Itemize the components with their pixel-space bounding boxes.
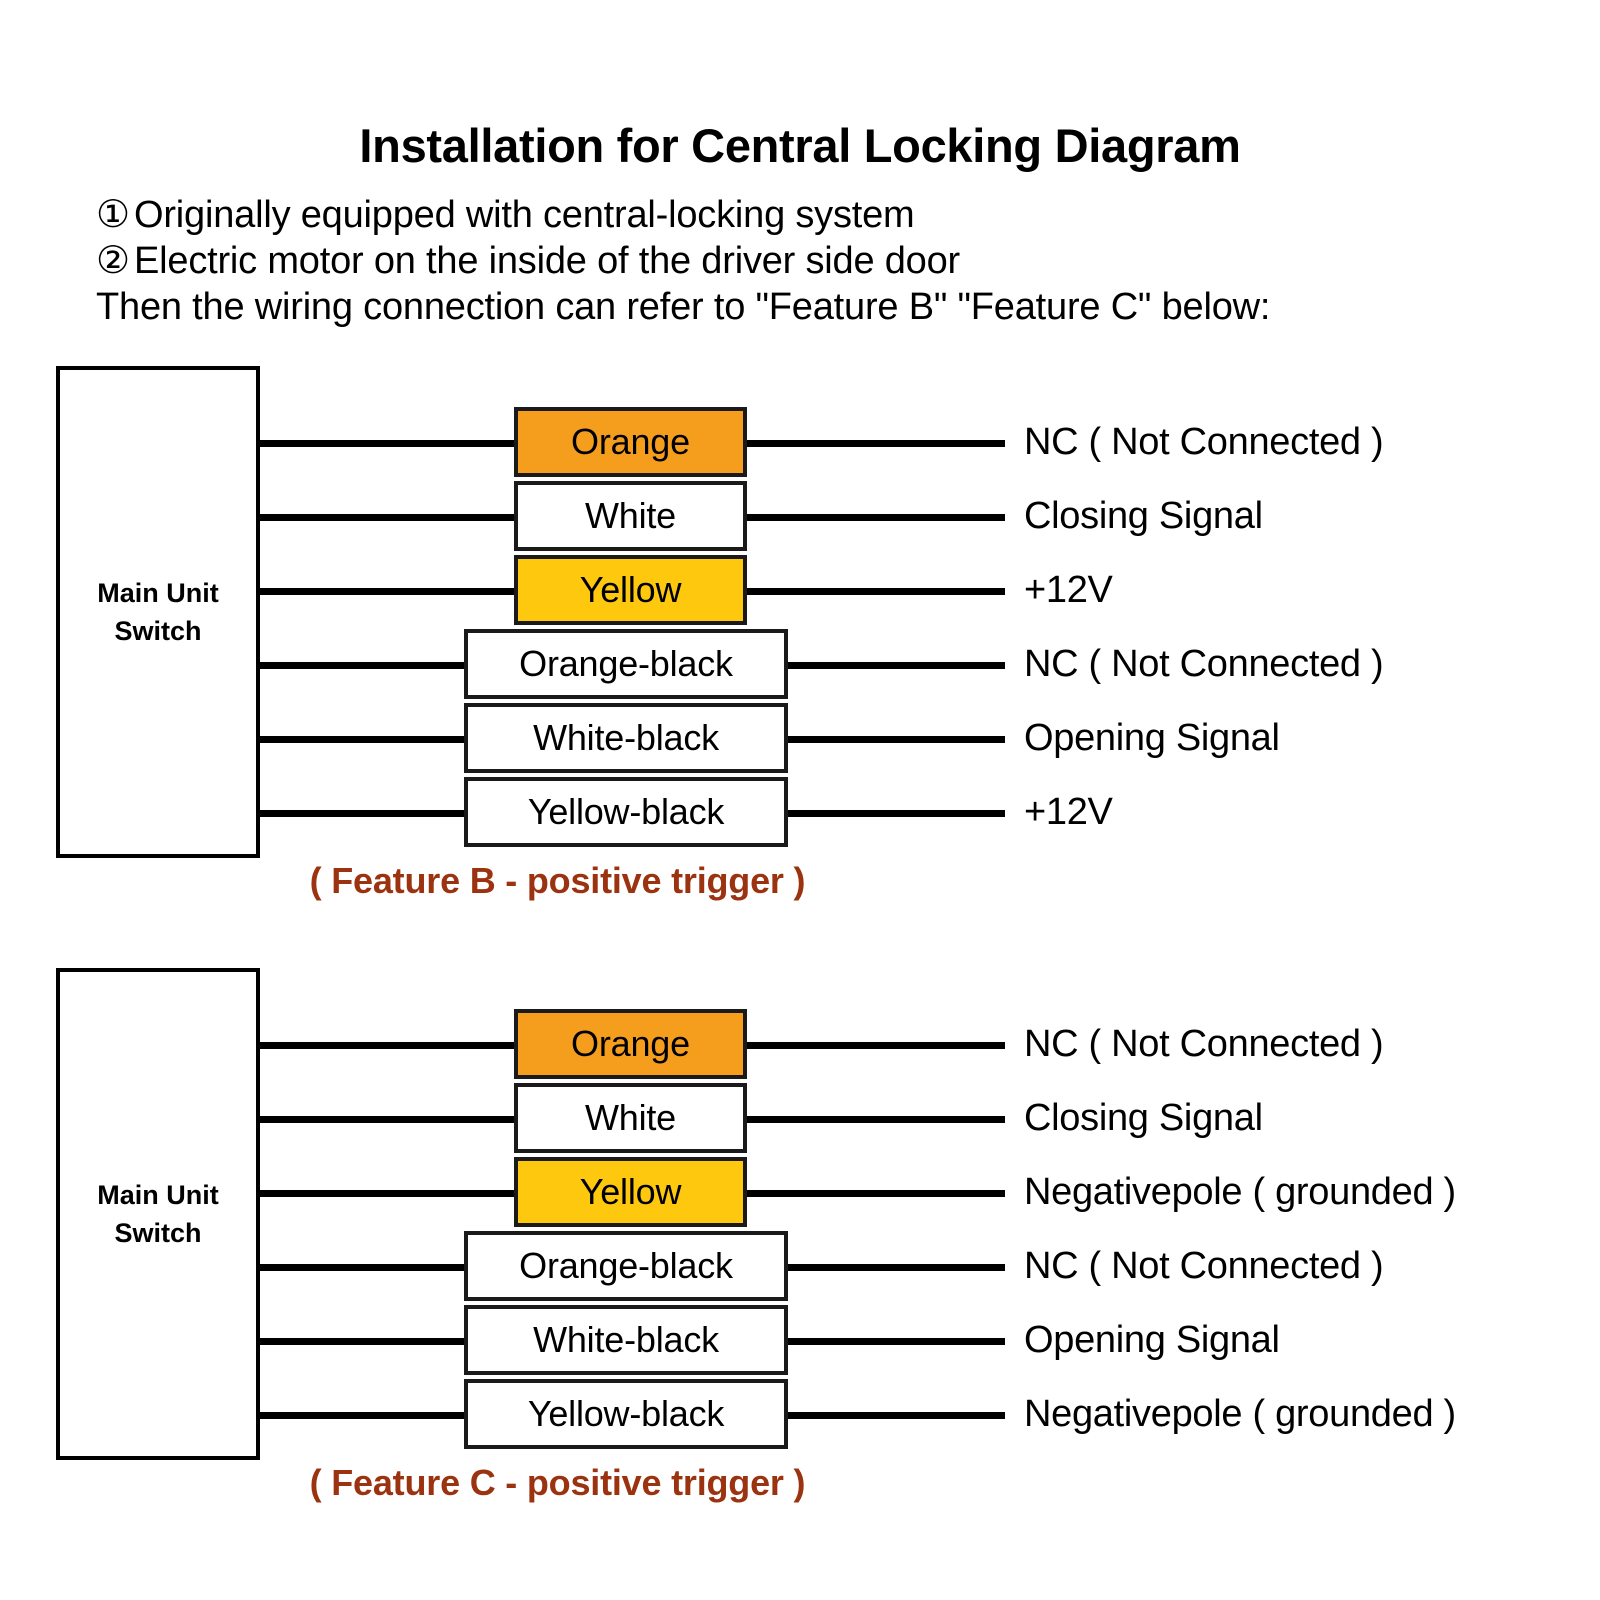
wire-segment-left [260, 1338, 468, 1345]
note-marker-1: ① [96, 194, 130, 236]
wire-label-chip: Orange-black [464, 1231, 788, 1301]
wire-function-label: Closing Signal [1024, 495, 1263, 537]
wire-function-label: NC ( Not Connected ) [1024, 1245, 1384, 1287]
wire-label-text: Yellow [579, 1171, 682, 1212]
wire-label-text: Orange [571, 421, 690, 462]
note-text-1: Originally equipped with central-locking… [134, 194, 915, 236]
wire-row: White Closing Signal [0, 476, 1600, 556]
wire-segment-right [743, 1190, 1005, 1197]
wire-segment-right [743, 588, 1005, 595]
wire-label-chip: Yellow-black [464, 777, 788, 847]
wire-label-chip: Orange [514, 407, 747, 477]
wire-row: White Closing Signal [0, 1078, 1600, 1158]
wire-segment-left [260, 1116, 518, 1123]
wire-label-text: White-black [533, 717, 719, 758]
wire-row: White-black Opening Signal [0, 1300, 1600, 1380]
wire-row: Yellow +12V [0, 550, 1600, 630]
wire-segment-right [743, 514, 1005, 521]
wire-row: Orange-black NC ( Not Connected ) [0, 1226, 1600, 1306]
wire-segment-left [260, 662, 468, 669]
note-text-2: Electric motor on the inside of the driv… [134, 240, 961, 282]
wire-label-text: White [584, 1097, 677, 1138]
wire-label-text: Orange-black [519, 1245, 733, 1286]
wire-segment-right [784, 1264, 1005, 1271]
wire-segment-right [784, 1338, 1005, 1345]
main-unit-switch-label-c: Main Unit Switch [97, 1180, 219, 1248]
wire-function-label: +12V [1024, 569, 1113, 611]
wire-function-label: Closing Signal [1024, 1097, 1263, 1139]
wire-segment-right [743, 1116, 1005, 1123]
wire-segment-left [260, 810, 468, 817]
wire-row: Yellow-black Negativepole ( grounded ) [0, 1374, 1600, 1454]
wire-function-label: NC ( Not Connected ) [1024, 643, 1384, 685]
wire-function-label: NC ( Not Connected ) [1024, 421, 1384, 463]
wire-function-label: +12V [1024, 791, 1113, 833]
wire-segment-left [260, 588, 518, 595]
wire-segment-left [260, 1190, 518, 1197]
wire-label-text: White-black [533, 1319, 719, 1360]
wire-segment-left [260, 440, 518, 447]
wire-segment-right [784, 810, 1005, 817]
wire-row: White-black Opening Signal [0, 698, 1600, 778]
main-unit-switch-box-b: Main Unit Switch [56, 366, 260, 858]
wire-label-text: White [584, 495, 677, 536]
wire-label-text: Orange-black [519, 643, 733, 684]
main-unit-switch-label-b: Main Unit Switch [97, 578, 219, 646]
wire-row: Yellow Negativepole ( grounded ) [0, 1152, 1600, 1232]
wire-function-label: NC ( Not Connected ) [1024, 1023, 1384, 1065]
wire-segment-left [260, 1042, 518, 1049]
wire-row: Orange NC ( Not Connected ) [0, 1004, 1600, 1084]
wire-label-chip: White [514, 1083, 747, 1153]
wire-row: Yellow-black +12V [0, 772, 1600, 852]
wire-label-chip: Yellow [514, 555, 747, 625]
note-line-3: Then the wiring connection can refer to … [96, 284, 1516, 330]
wire-function-label: Negativepole ( grounded ) [1024, 1171, 1456, 1213]
wire-segment-left [260, 1412, 468, 1419]
wire-label-chip: White-black [464, 1305, 788, 1375]
wire-row: Orange-black NC ( Not Connected ) [0, 624, 1600, 704]
wire-label-chip: Orange [514, 1009, 747, 1079]
wire-segment-right [743, 440, 1005, 447]
wire-function-label: Negativepole ( grounded ) [1024, 1393, 1456, 1435]
wire-label-text: Yellow-black [527, 791, 725, 832]
wire-label-chip: Yellow-black [464, 1379, 788, 1449]
page-title: Installation for Central Locking Diagram [359, 119, 1241, 172]
wire-label-chip: Orange-black [464, 629, 788, 699]
main-unit-switch-box-c: Main Unit Switch [56, 968, 260, 1460]
wire-segment-right [784, 1412, 1005, 1419]
wire-row: Orange NC ( Not Connected ) [0, 402, 1600, 482]
block-caption-b: ( Feature B - positive trigger ) [309, 860, 806, 901]
wire-label-text: Yellow [579, 569, 682, 610]
wire-label-chip: White [514, 481, 747, 551]
wire-segment-left [260, 736, 468, 743]
wire-label-chip: White-black [464, 703, 788, 773]
note-text-3: Then the wiring connection can refer to … [96, 286, 1271, 328]
wire-segment-left [260, 514, 518, 521]
wire-label-text: Orange [571, 1023, 690, 1064]
wire-function-label: Opening Signal [1024, 717, 1280, 759]
wire-segment-left [260, 1264, 468, 1271]
wire-label-text: Yellow-black [527, 1393, 725, 1434]
block-caption-c: ( Feature C - positive trigger ) [309, 1462, 806, 1503]
wire-segment-right [784, 736, 1005, 743]
note-marker-2: ② [96, 240, 130, 282]
wire-segment-right [784, 662, 1005, 669]
wire-segment-right [743, 1042, 1005, 1049]
wire-label-chip: Yellow [514, 1157, 747, 1227]
wire-function-label: Opening Signal [1024, 1319, 1280, 1361]
